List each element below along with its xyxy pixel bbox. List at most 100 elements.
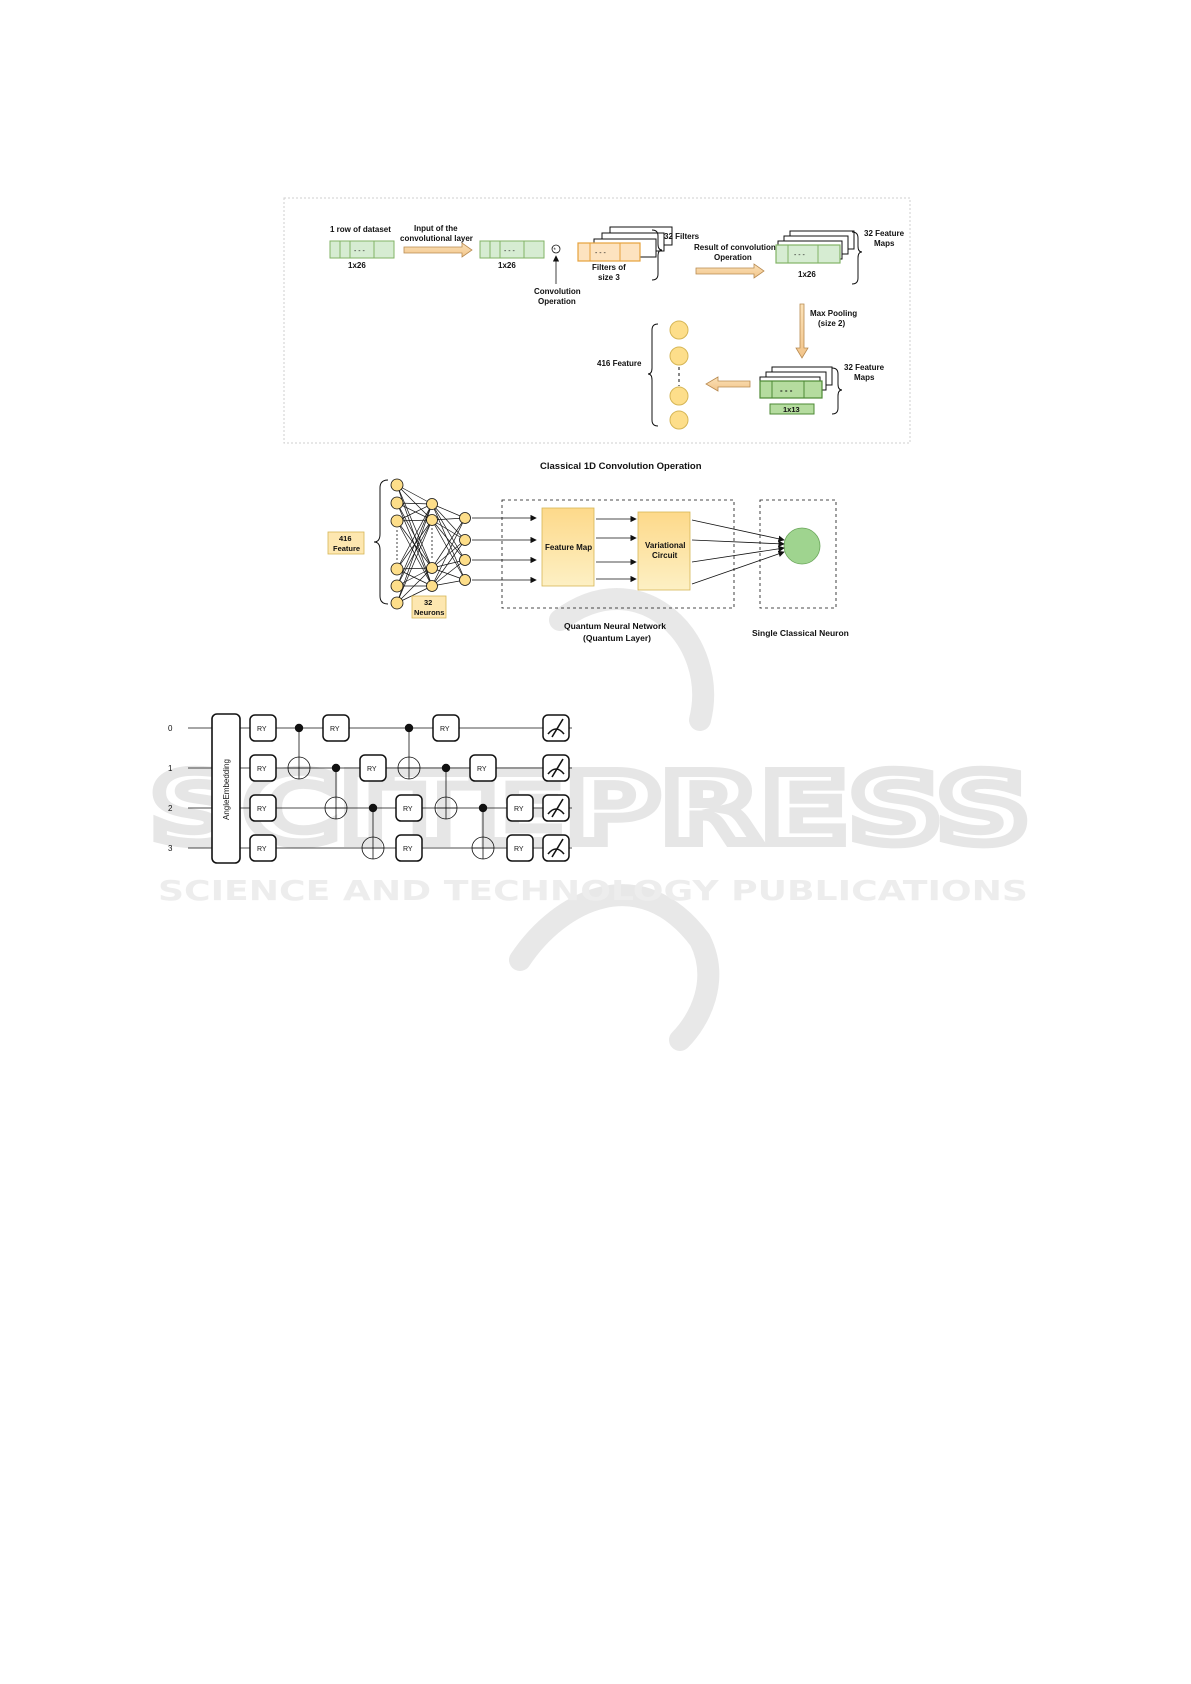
svg-text:- - -: - - - (780, 386, 793, 395)
filters-stack: - - - (577, 226, 673, 262)
measurement-needle (551, 758, 564, 778)
network-edge (396, 484, 433, 569)
ry-gate (506, 834, 534, 862)
neuron-label: Single Classical Neuron (752, 628, 849, 638)
network-node (390, 596, 404, 610)
network-edge (431, 517, 466, 569)
input-arrow-icon (403, 242, 473, 258)
ry-gate-label: RY (257, 766, 267, 773)
feature-maps-stack: - - - (775, 230, 855, 264)
filters-size-label-1: Filters of (592, 263, 626, 272)
wire-label-2: 2 (168, 804, 173, 813)
panel-quantum-network: 416 Feature 32 Neurons Feature Map Varia… (327, 478, 849, 643)
network-edge (396, 519, 433, 604)
feature-badge-1: 416 (339, 534, 352, 543)
cnot-control-dot (331, 763, 341, 773)
ry-gate-label: RY (257, 726, 267, 733)
maps-label-2: Maps (874, 239, 895, 248)
qnn-label-1: Quantum Neural Network (564, 621, 666, 631)
ry-gate (469, 754, 497, 782)
network-edge (431, 539, 466, 587)
maps-label-1: 32 Feature (864, 229, 905, 238)
network-edge (396, 484, 433, 505)
ry-gate-label: RY (403, 846, 413, 853)
network-edge (396, 503, 433, 587)
network-node (426, 498, 438, 510)
ry-gate-label: RY (403, 806, 413, 813)
measurement-icon (542, 754, 570, 782)
svg-text:- - -: - - - (504, 248, 516, 255)
size-label-b: 1x26 (498, 261, 516, 270)
flatten-arrow-icon (705, 376, 751, 392)
wire-label-0: 0 (168, 724, 173, 733)
ry-gate-label: RY (477, 766, 487, 773)
result-label-2: Operation (714, 253, 752, 262)
neurons-badge-1: 32 (424, 598, 432, 607)
conv-op-label-1: Convolution (534, 287, 581, 296)
ry-gate (359, 754, 387, 782)
measurement-needle (551, 798, 564, 818)
feature-map-label: Feature Map (545, 543, 592, 552)
measurement-icon (542, 714, 570, 742)
result-arrow-icon (695, 263, 765, 279)
feature-count-label: 416 Feature (597, 359, 642, 368)
network-edge (431, 503, 466, 541)
ry-gate (249, 834, 277, 862)
feature-badge (327, 531, 365, 555)
network-edge (431, 539, 466, 569)
cnot-control-dot (368, 803, 378, 813)
network-node (459, 534, 471, 546)
ry-gate (322, 714, 350, 742)
angle-embedding-label: AngleEmbedding (222, 759, 231, 820)
network-node (426, 514, 438, 526)
network-edge (396, 567, 433, 587)
quantum-circuit: 0 1 2 3 AngleEmbedding RYRYRYRYRYRYRYRYR… (168, 713, 572, 864)
svg-text:- - -: - - - (595, 250, 607, 257)
network-node (426, 562, 438, 574)
variational-label-1: Variational (645, 541, 685, 550)
network-node (390, 514, 404, 528)
dataset-row-vector: - - - (329, 240, 395, 259)
network-node (459, 554, 471, 566)
filters-count-label: 32 Filters (664, 232, 700, 241)
feature-badge-2: Feature (333, 544, 360, 553)
wire-label-3: 3 (168, 844, 173, 853)
network-edge (396, 585, 433, 604)
cnot-control-dot (404, 723, 414, 733)
feature-maps-brace (851, 231, 863, 285)
ry-gate-label: RY (330, 726, 340, 733)
ry-gate (249, 794, 277, 822)
feature-brace (647, 323, 659, 427)
pool-label-1: Max Pooling (810, 309, 857, 318)
network-edge (431, 559, 466, 587)
input-label-2: convolutional layer (400, 234, 473, 243)
measurement-needle (551, 718, 564, 738)
network-edge (396, 503, 433, 570)
neurons-badge-2: Neurons (414, 608, 444, 617)
ry-gate (395, 834, 423, 862)
panel-title: Classical 1D Convolution Operation (540, 461, 702, 472)
network-node (459, 512, 471, 524)
max-pooling-arrow-icon (795, 303, 809, 359)
size-badge (769, 403, 815, 415)
quantum-flow-arrows (596, 515, 637, 583)
ry-gate (249, 754, 277, 782)
network-edge (431, 519, 466, 541)
qnn-label-2: (Quantum Layer) (583, 633, 651, 643)
wire-label-1: 1 (168, 764, 173, 773)
panel-classical-convolution: 1 row of dataset - - - 1x26 Input of the… (283, 197, 911, 472)
input-vector: - - - (479, 240, 545, 259)
pooled-maps-stack: - - - (759, 366, 833, 399)
variational-circuit-block (637, 511, 691, 591)
network-node (459, 574, 471, 586)
size-label-c: 1x26 (798, 270, 816, 279)
network-node (390, 579, 404, 593)
neurons-badge (411, 595, 447, 619)
neuron-input-arrows (691, 519, 785, 585)
network-edge (431, 503, 466, 561)
ry-gate-label: RY (514, 806, 524, 813)
network-edge (431, 519, 466, 581)
convolution-symbol-icon (551, 244, 561, 254)
